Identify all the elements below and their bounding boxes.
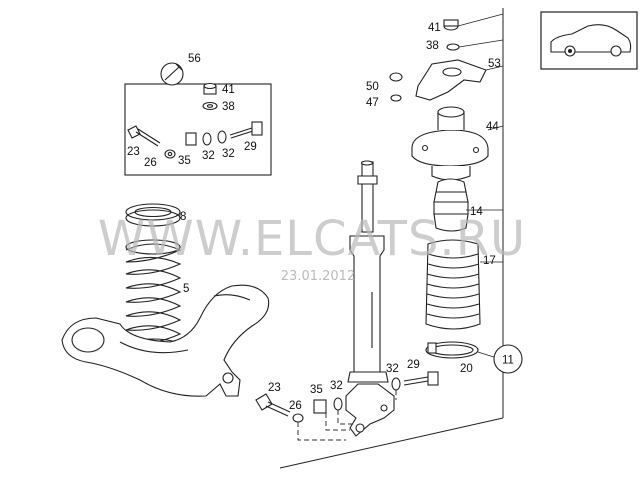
callout-29-right: 29	[407, 359, 420, 371]
shock-absorber	[345, 160, 395, 437]
callout-32-bottom: 32	[330, 380, 343, 392]
watermark-date: 23.01.2012	[281, 269, 355, 284]
lower-bolt-right	[391, 371, 439, 391]
callout-41-kit: 41	[222, 84, 235, 96]
lower-bolt-left	[255, 393, 343, 423]
mounting-bracket	[389, 19, 487, 102]
strut-top-mount	[411, 106, 489, 181]
rear-wheel-icon	[610, 45, 622, 57]
group-badge	[493, 344, 523, 374]
group-badge-number: 11	[502, 355, 514, 367]
watermark-text: WWW.ELCATS.RU	[98, 211, 526, 267]
callout-50: 50	[366, 81, 379, 93]
control-arm	[61, 284, 270, 397]
callout-32-right: 32	[386, 363, 399, 375]
callout-53: 53	[488, 58, 501, 70]
hose-clamp	[425, 341, 479, 359]
callout-32-kit-a: 32	[202, 150, 215, 162]
callout-29-kit: 29	[244, 141, 257, 153]
car-silhouette-icon	[550, 24, 632, 53]
dust-boot	[425, 239, 481, 330]
callout-23-bottom: 23	[268, 382, 281, 394]
callout-23-kit: 23	[127, 146, 140, 158]
callout-14: 14	[470, 206, 483, 218]
callout-44: 44	[486, 121, 499, 133]
callout-26-kit: 26	[144, 157, 157, 169]
guide-line	[297, 422, 346, 441]
callout-26-bottom: 26	[289, 400, 302, 412]
callout-35-kit: 35	[178, 155, 191, 167]
callout-20: 20	[460, 363, 473, 375]
fastener-kit-box	[124, 62, 272, 176]
callout-38: 38	[426, 40, 439, 52]
callout-38-kit: 38	[222, 101, 235, 113]
coil-spring	[125, 203, 182, 354]
callout-17: 17	[483, 255, 496, 267]
callout-41: 41	[428, 22, 441, 34]
bump-stop	[433, 178, 469, 232]
callout-5: 5	[183, 283, 189, 295]
callout-35-bottom: 35	[310, 384, 323, 396]
callout-8: 8	[180, 211, 186, 223]
callout-56: 56	[188, 53, 201, 65]
callout-32-kit-b: 32	[222, 148, 235, 160]
guide-line	[337, 410, 354, 425]
guide-line	[325, 413, 350, 431]
vehicle-thumbnail	[540, 11, 638, 70]
callout-47: 47	[366, 97, 379, 109]
reference-line-diag	[279, 417, 504, 469]
